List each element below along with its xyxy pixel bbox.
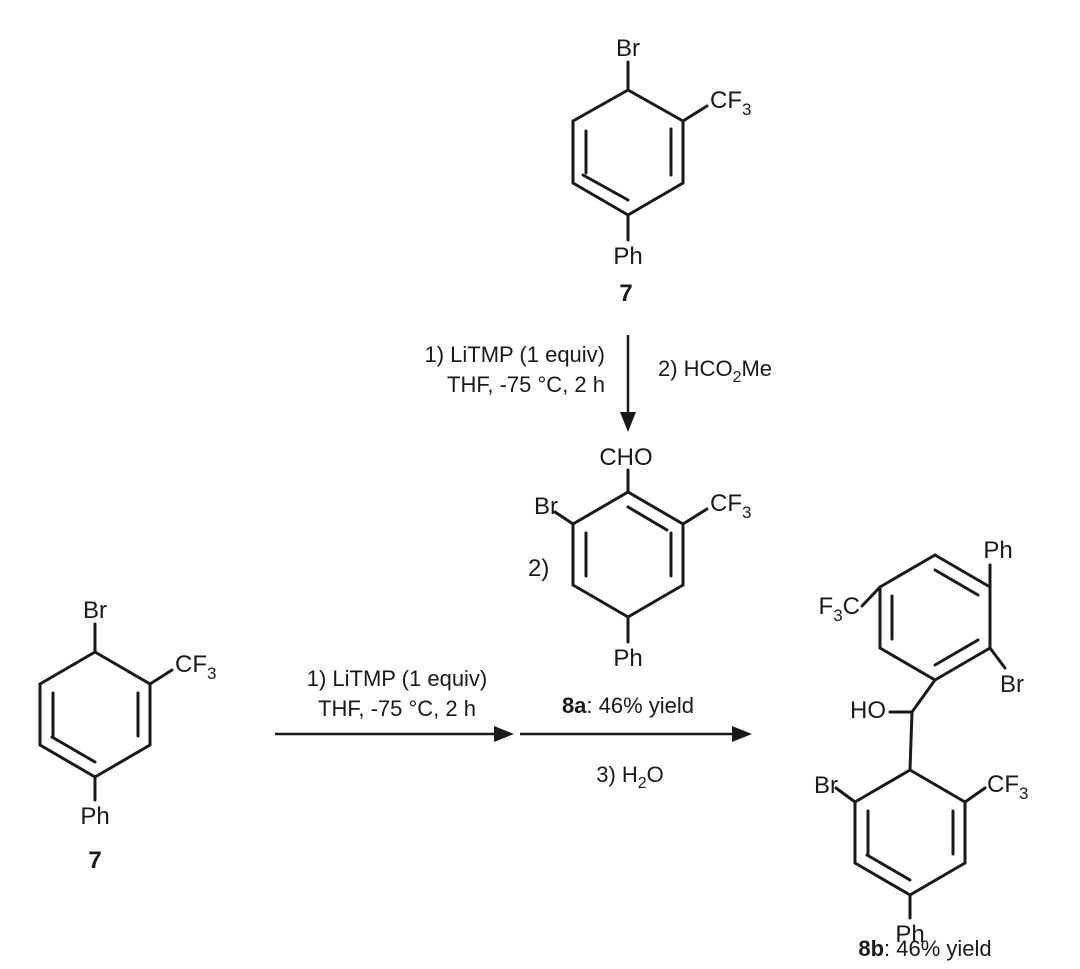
reaction-arrow-step2: [520, 726, 752, 742]
compound-7-left: Br CF3 Ph 7: [38, 597, 216, 874]
ring-8a: [553, 468, 709, 644]
ph-label: Ph: [613, 243, 642, 270]
ring-7-left: [38, 622, 174, 802]
compound-label: 7: [619, 280, 632, 307]
cf3-label: CF3: [175, 651, 216, 683]
ring-8b-upper: [860, 553, 1007, 682]
condition-litmp-top: 1) LiTMP (1 equiv): [424, 342, 605, 367]
condition-thf-top: THF, -75 °C, 2 h: [447, 372, 605, 397]
br-label: Br: [83, 597, 107, 624]
cf3-label: CF3: [710, 87, 751, 119]
reaction-arrow-step1: [275, 726, 514, 742]
condition-litmp-main: 1) LiTMP (1 equiv): [307, 666, 488, 691]
ph-label: Ph: [80, 803, 109, 830]
cf3-bottom-label: CF3: [987, 771, 1028, 803]
ring-8b-lower: [834, 768, 987, 920]
step-marker: 2): [528, 555, 549, 582]
condition-thf-main: THF, -75 °C, 2 h: [318, 696, 476, 721]
reaction-arrow-vertical: [620, 335, 636, 432]
condition-hco2me: 2) HCO2Me: [658, 356, 772, 386]
br-top-label: Br: [1000, 671, 1024, 698]
br-bottom-label: Br: [814, 772, 838, 799]
compound-8b: Ph F3C Br HO Br CF3 Ph 8b: 46% yield: [814, 537, 1028, 961]
condition-h2o: 3) H2O: [596, 762, 664, 792]
cf3-label: CF3: [710, 490, 751, 522]
ph-bottom-label: Ph: [895, 921, 924, 948]
compound-label: 7: [88, 847, 101, 874]
ring-7-top: [571, 60, 709, 242]
bridge-8b: [888, 678, 937, 772]
compound-8b-yield: 8b: 46% yield: [858, 936, 991, 961]
compound-8a-yield: 8a: 46% yield: [562, 693, 694, 718]
br-label: Br: [534, 493, 558, 520]
compound-7-top: Br CF3 Ph 7: [571, 35, 751, 307]
cho-label: CHO: [599, 444, 652, 471]
ph-top-label: Ph: [983, 537, 1012, 564]
br-label: Br: [616, 35, 640, 62]
ph-label: Ph: [613, 645, 642, 672]
compound-8a: CHO Br CF3 Ph 2) 8a: 46% yield: [528, 444, 751, 718]
ho-label: HO: [850, 697, 886, 724]
f3c-label: F3C: [819, 593, 860, 625]
